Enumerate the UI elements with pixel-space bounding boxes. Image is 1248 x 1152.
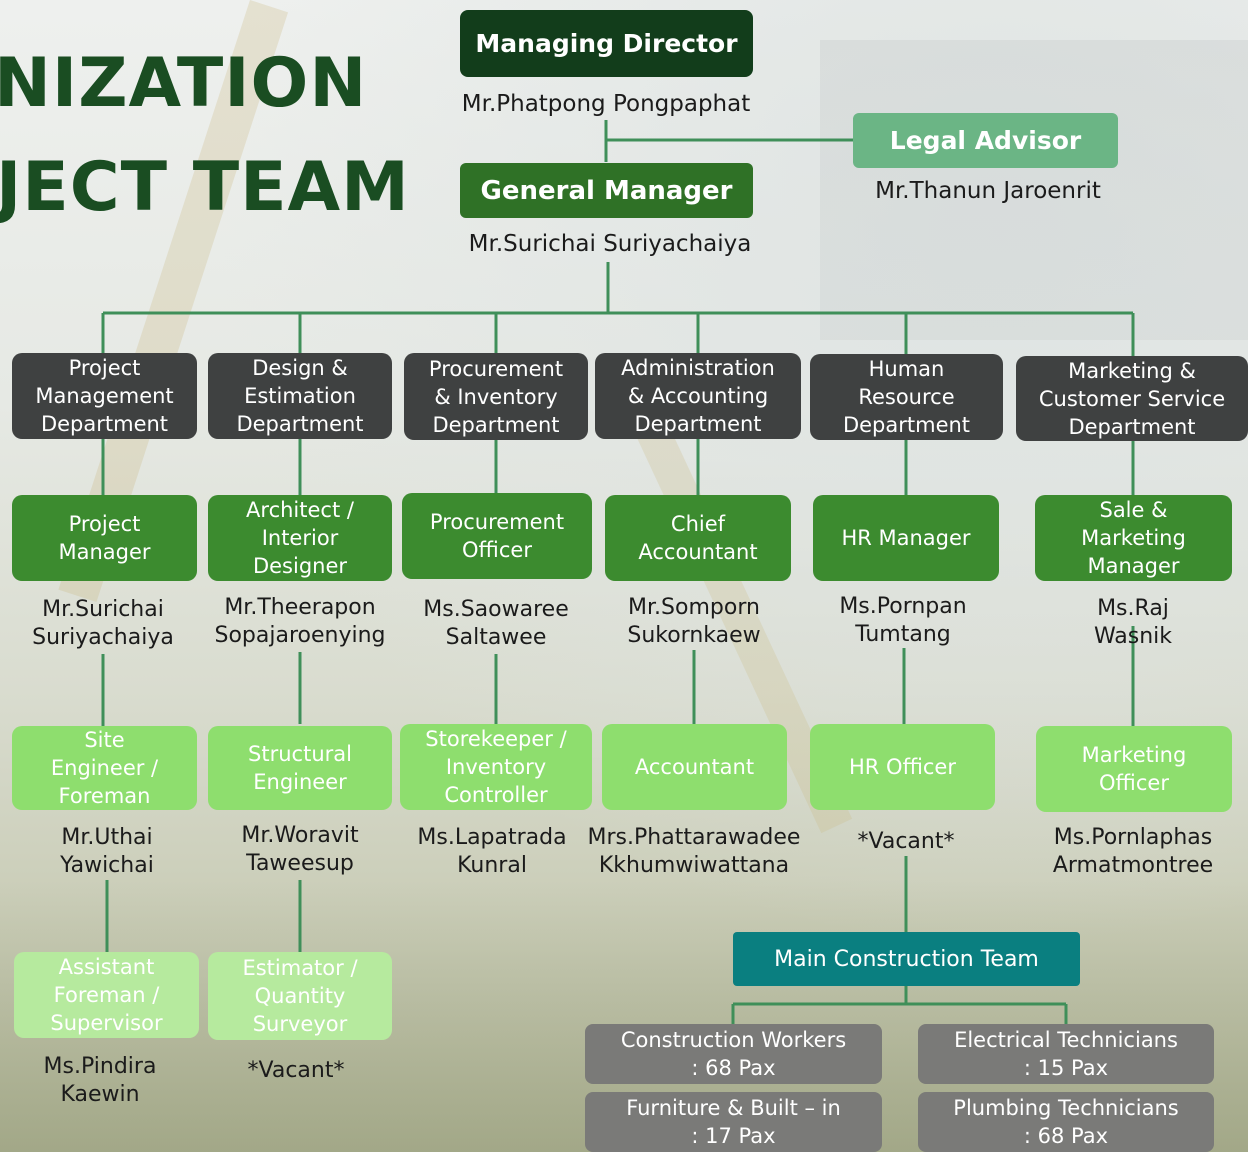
role-box-structural-engineer: Structural Engineer [208, 726, 392, 810]
person-name: Mr.Somporn Sukornkaew [627, 595, 761, 648]
department-box-project-management: Project Management Department [12, 353, 197, 439]
role-box-accountant: Accountant [602, 724, 787, 810]
role-label: Managing Director [475, 29, 738, 58]
person-name: Ms.Lapatrada Kunral [417, 825, 567, 878]
role-box-hr-manager: HR Manager [813, 495, 999, 581]
role-box-chief-accountant: Chief Accountant [605, 495, 791, 581]
department-box-administration-accounting: Administration & Accounting Department [595, 353, 801, 439]
role-box-storekeeper-inventory-controller: Storekeeper / Inventory Controller [400, 724, 592, 810]
person-name: Mr.Surichai Suriyachaiya [32, 597, 174, 650]
page-title-line1: NIZATION [0, 44, 368, 123]
department-box-human-resource: Human Resource Department [810, 354, 1003, 440]
department-box-design-estimation: Design & Estimation Department [208, 353, 392, 439]
person-name: Mr.Woravit Taweesup [241, 823, 359, 876]
page-title-line2: JECT TEAM [0, 148, 410, 227]
managing-director-box: Managing Director [460, 10, 753, 77]
person-name: Ms.Saowaree Saltawee [423, 597, 569, 650]
role-label: General Manager [480, 175, 733, 206]
general-manager-box: General Manager [460, 163, 753, 218]
role-label: Legal Advisor [889, 126, 1082, 155]
general-manager-name: Mr.Surichai Suriyachaiya [468, 231, 752, 257]
role-box-procurement-officer: Procurement Officer [402, 493, 592, 579]
person-name: Ms.Pornlaphas Armatmontree [1052, 825, 1214, 878]
role-box-site-engineer-foreman: Site Engineer / Foreman [12, 726, 197, 810]
person-name: Ms.Pornpan Tumtang [839, 594, 967, 647]
person-name: Ms.Pindira Kaewin [43, 1054, 157, 1107]
crew-box-electrical-technicians: Electrical Technicians : 15 Pax [918, 1024, 1214, 1084]
person-name: *Vacant* [247, 1058, 345, 1083]
department-box-procurement-inventory: Procurement & Inventory Department [404, 353, 588, 440]
person-name: Mr.Theerapon Sopajaroenying [214, 595, 386, 648]
role-box-hr-officer: HR Officer [810, 724, 995, 810]
managing-director-name: Mr.Phatpong Pongpaphat [461, 91, 751, 117]
crew-box-construction-workers: Construction Workers : 68 Pax [585, 1024, 882, 1084]
role-box-project-manager: Project Manager [12, 495, 197, 581]
department-box-marketing-customer-service: Marketing & Customer Service Department [1016, 356, 1248, 441]
role-box-architect-interior-designer: Architect / Interior Designer [208, 495, 392, 581]
main-construction-team-box: Main Construction Team [733, 932, 1080, 986]
legal-advisor-name: Mr.Thanun Jaroenrit [875, 178, 1101, 204]
crew-box-furniture-built-in: Furniture & Built – in : 17 Pax [585, 1092, 882, 1152]
person-name: *Vacant* [857, 829, 955, 854]
person-name: Mrs.Phattarawadee Kkhumwiwattana [587, 825, 801, 878]
role-box-sale-marketing-manager: Sale & Marketing Manager [1035, 495, 1232, 581]
role-box-estimator-quantity-surveyor: Estimator / Quantity Surveyor [208, 952, 392, 1040]
person-name: Mr.Uthai Yawichai [60, 825, 154, 878]
legal-advisor-box: Legal Advisor [853, 113, 1118, 168]
role-box-assistant-foreman-supervisor: Assistant Foreman / Supervisor [14, 952, 199, 1038]
role-box-marketing-officer: Marketing Officer [1036, 726, 1232, 812]
person-name: Ms.Raj Wasnik [1093, 596, 1173, 649]
crew-box-plumbing-technicians: Plumbing Technicians : 68 Pax [918, 1092, 1214, 1152]
